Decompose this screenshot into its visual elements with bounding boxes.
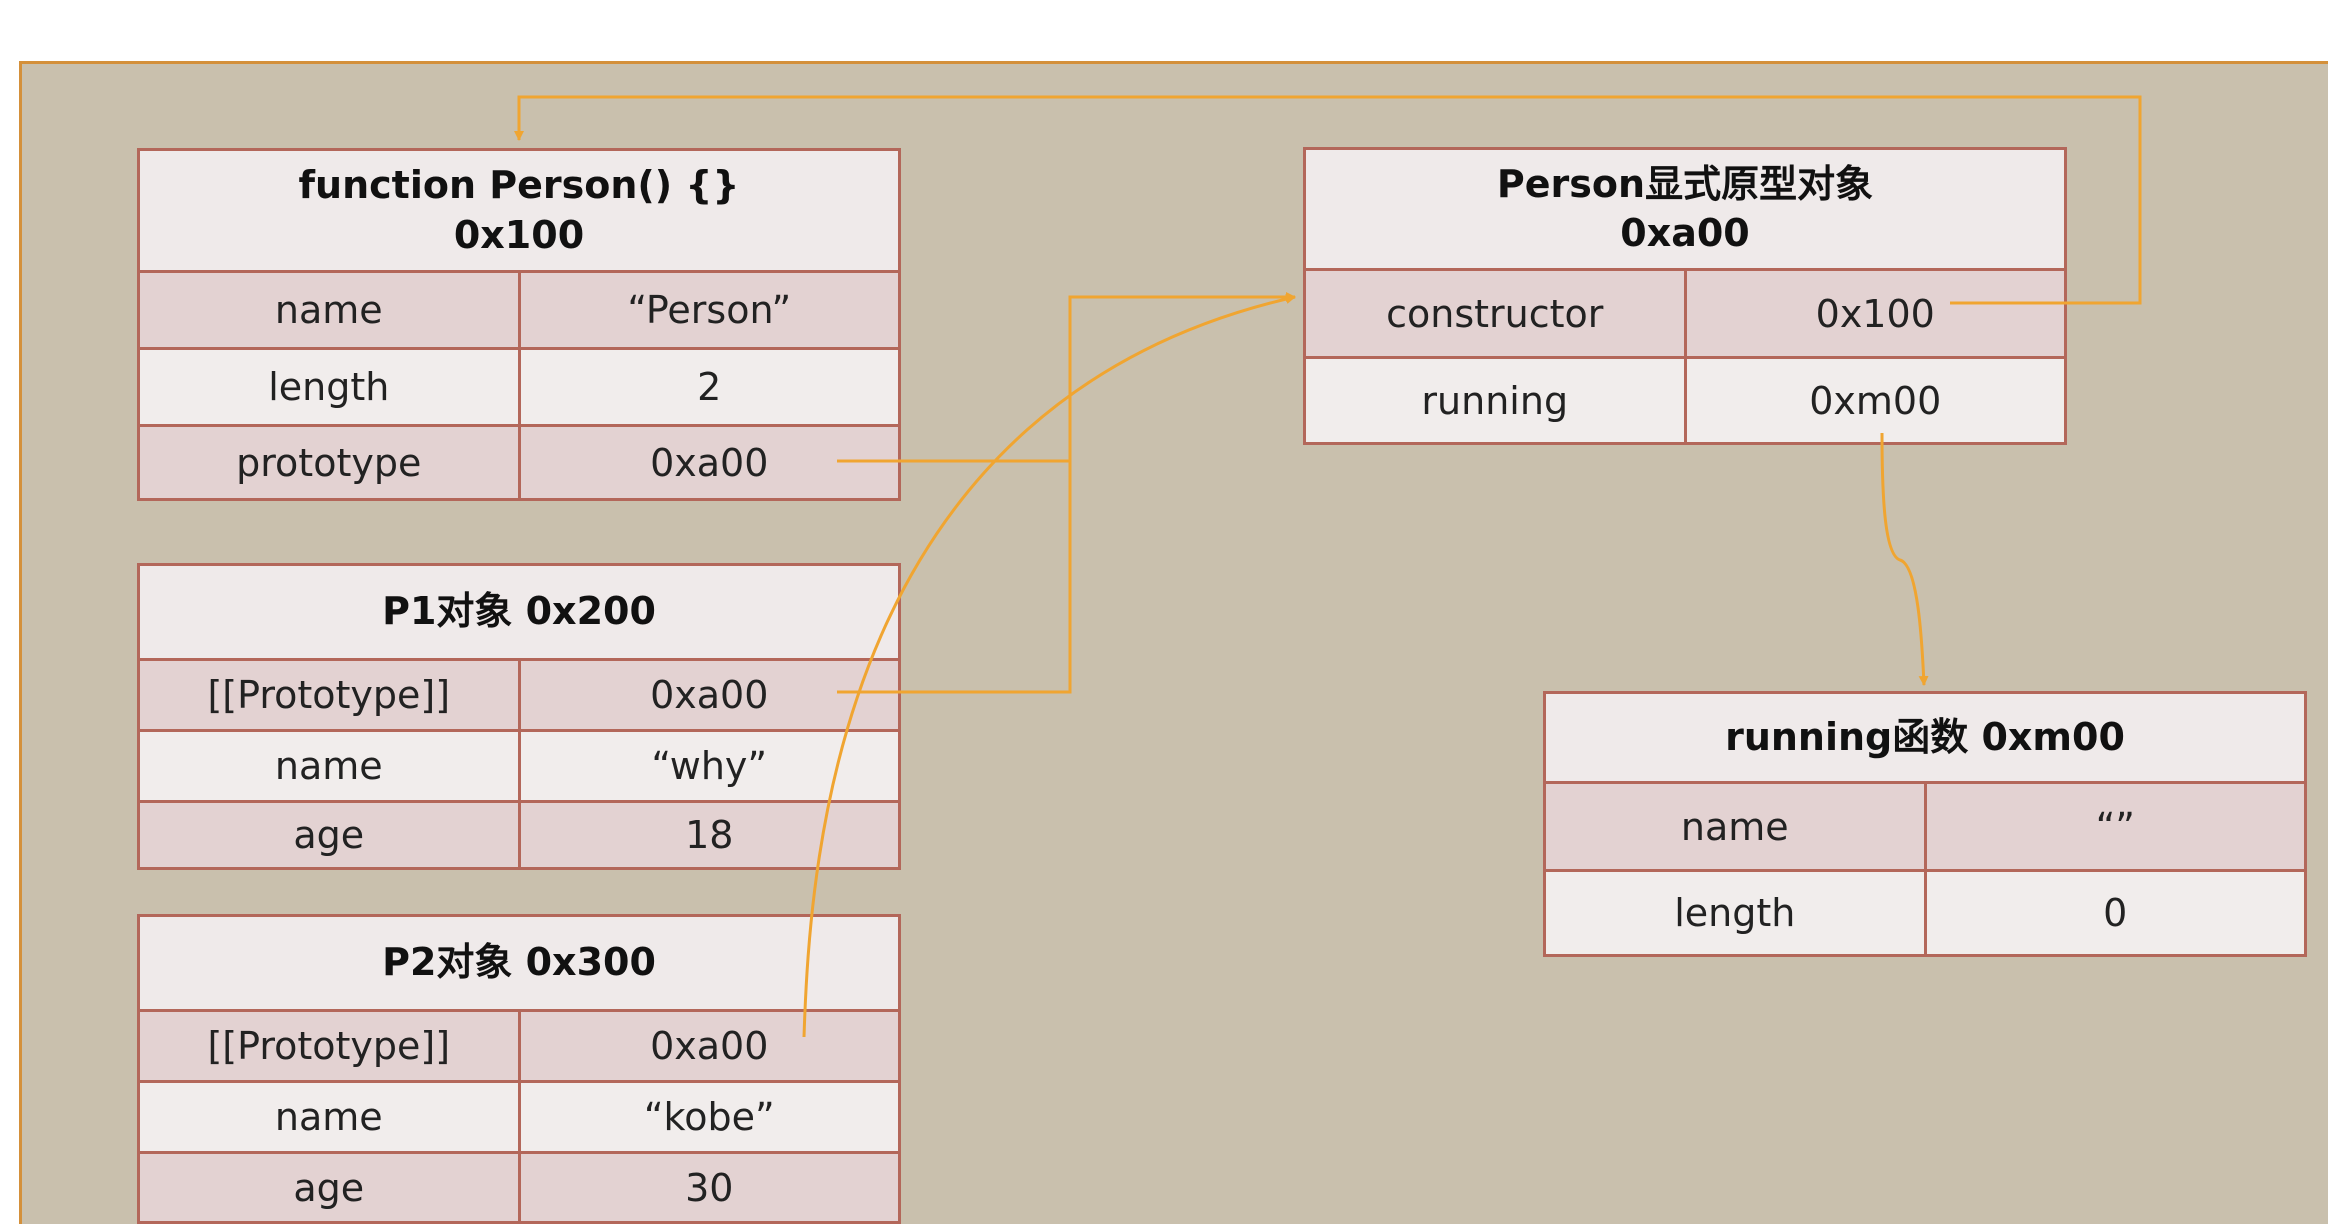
table-row: [[Prototype]] 0xa00 — [140, 661, 898, 732]
table-row: age 30 — [140, 1154, 898, 1221]
running-function-header: running函数 0xm00 — [1546, 694, 2304, 784]
person-function-address: 0x100 — [453, 212, 585, 257]
p2-object-header: P2对象 0x300 — [140, 917, 898, 1012]
prototype-object-header: Person显式原型对象 0xa00 — [1306, 150, 2064, 271]
row-value: 0 — [2103, 891, 2128, 935]
table-row: name “Person” — [140, 273, 898, 350]
row-value: 0xa00 — [650, 1024, 769, 1068]
table-row: constructor 0x100 — [1306, 271, 2064, 359]
row-key: age — [140, 803, 521, 867]
row-key: length — [140, 350, 521, 424]
prototype-object-table: Person显式原型对象 0xa00 constructor 0x100 run… — [1303, 147, 2067, 445]
person-function-title: function Person() {} — [298, 163, 740, 208]
row-key: constructor — [1306, 271, 1687, 356]
table-row: age 18 — [140, 803, 898, 867]
person-function-header: function Person() {} 0x100 — [140, 151, 898, 273]
row-key: name — [1546, 784, 1927, 869]
table-row: length 2 — [140, 350, 898, 427]
row-value: 18 — [685, 813, 734, 857]
table-row: name “” — [1546, 784, 2304, 872]
row-value: “Person” — [627, 288, 792, 332]
p1-object-header: P1对象 0x200 — [140, 566, 898, 661]
table-row: prototype 0xa00 — [140, 427, 898, 498]
table-row: name “why” — [140, 732, 898, 803]
table-row: length 0 — [1546, 872, 2304, 954]
row-key: name — [140, 1083, 521, 1151]
table-row: [[Prototype]] 0xa00 — [140, 1012, 898, 1083]
row-value: 30 — [685, 1165, 734, 1210]
row-value: “why” — [651, 744, 768, 788]
row-key: length — [1546, 872, 1927, 954]
p1-object-table: P1对象 0x200 [[Prototype]] 0xa00 name “why… — [137, 563, 901, 870]
p1-object-title: P1对象 0x200 — [382, 589, 656, 634]
row-key: [[Prototype]] — [140, 661, 521, 729]
prototype-object-title: Person显式原型对象 — [1496, 161, 1874, 206]
row-value: “kobe” — [643, 1095, 775, 1139]
row-value: 0xa00 — [650, 673, 769, 717]
row-key: name — [140, 273, 521, 347]
running-function-table: running函数 0xm00 name “” length 0 — [1543, 691, 2307, 957]
row-value: “” — [2095, 804, 2135, 849]
table-row: running 0xm00 — [1306, 359, 2064, 442]
row-value: 0xa00 — [650, 440, 769, 485]
row-key: age — [140, 1154, 521, 1221]
p2-object-table: P2对象 0x300 [[Prototype]] 0xa00 name “kob… — [137, 914, 901, 1224]
row-key: running — [1306, 359, 1687, 442]
row-key: name — [140, 732, 521, 800]
person-function-table: function Person() {} 0x100 name “Person”… — [137, 148, 901, 501]
p2-object-title: P2对象 0x300 — [382, 940, 656, 985]
row-value: 2 — [697, 365, 722, 409]
row-value: 0xm00 — [1809, 378, 1942, 423]
prototype-object-address: 0xa00 — [1620, 211, 1750, 255]
row-key: [[Prototype]] — [140, 1012, 521, 1080]
table-row: name “kobe” — [140, 1083, 898, 1154]
row-value: 0x100 — [1815, 291, 1935, 336]
running-function-title: running函数 0xm00 — [1725, 714, 2125, 759]
row-key: prototype — [140, 427, 521, 498]
